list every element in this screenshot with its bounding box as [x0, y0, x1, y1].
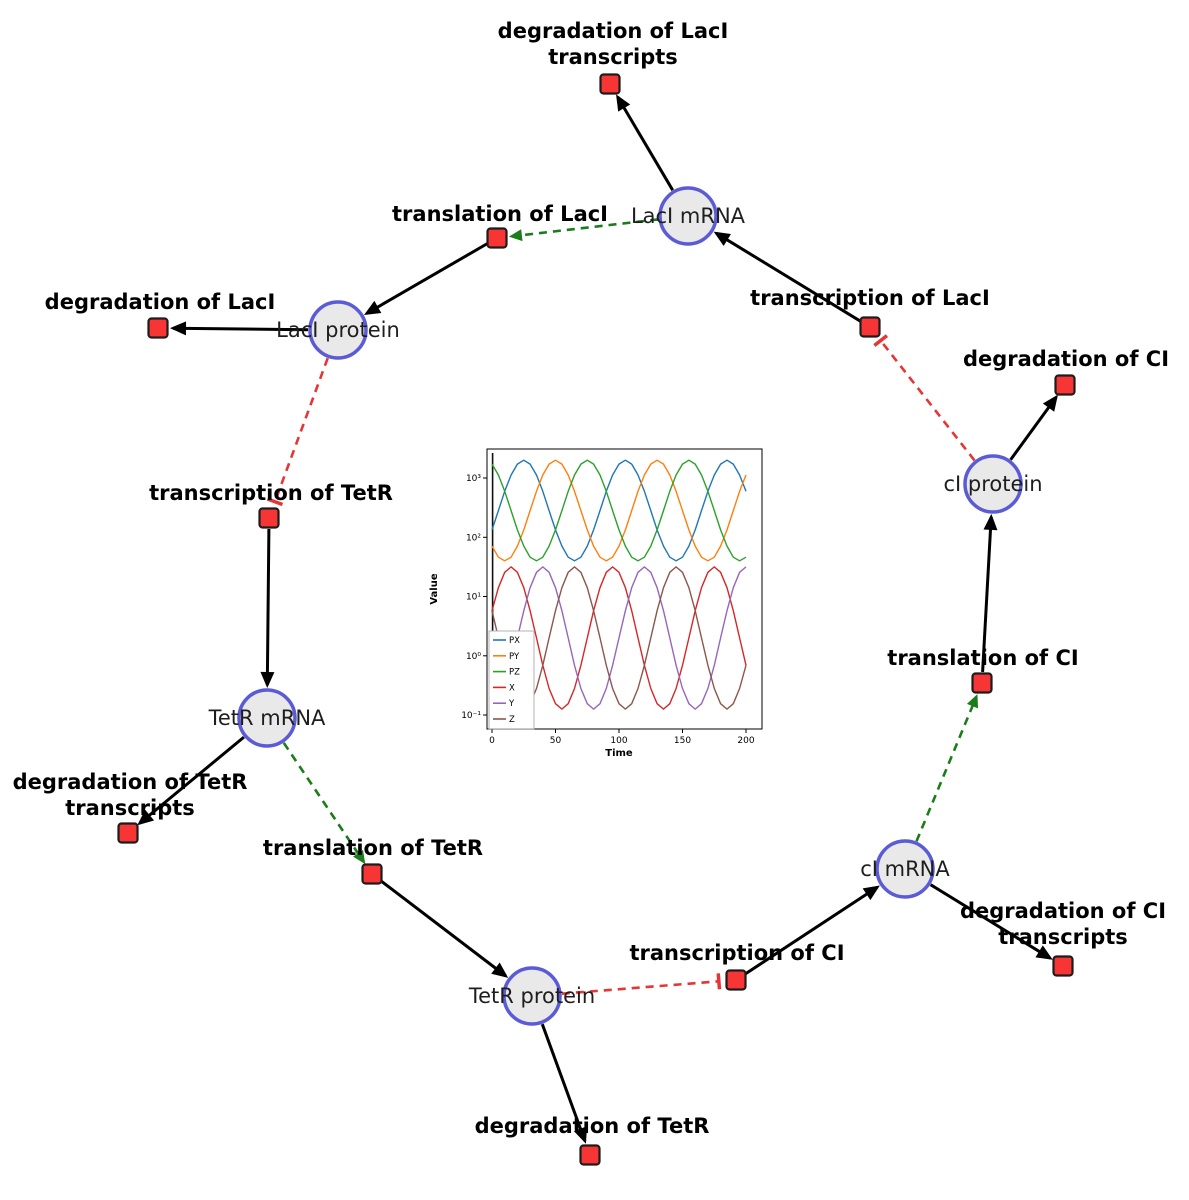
species-node-tetr_mrna	[237, 688, 297, 748]
edge-inhibition-ci_protein-txn_laci	[873, 334, 976, 462]
y-tick-label: 10⁰	[466, 652, 481, 662]
legend-label-Y: Y	[508, 699, 515, 709]
edge-modifier-tetr_mrna-transl_tetr	[282, 742, 366, 865]
x-tick-label: 100	[610, 736, 627, 746]
edge-consumption-tetr_protein-deg_tetr	[540, 1023, 588, 1144]
species-node-laci_protein	[308, 300, 368, 360]
x-tick-label: 50	[550, 736, 562, 746]
reaction-node-deg_ci_tx	[1052, 955, 1074, 977]
edge-consumption-laci_protein-deg_laci	[170, 321, 309, 336]
label-layer: degradation of LacItranscriptstranslatio…	[13, 19, 1169, 1138]
reaction-node-txn_ci	[725, 969, 747, 991]
reaction-label-deg_laci: degradation of LacI	[45, 290, 276, 314]
reaction-label-deg_tetr_tx: degradation of TetR	[13, 770, 248, 794]
chart-frame	[486, 448, 763, 730]
x-axis-label: Time	[605, 748, 633, 759]
reaction-node-transl_ci	[971, 672, 993, 694]
reaction-label-txn_tetr: transcription of TetR	[149, 481, 393, 505]
species-label-tetr_protein: TetR protein	[468, 984, 595, 1008]
y-tick-label: 10¹	[466, 593, 481, 603]
reaction-label-deg_laci_tx: transcripts	[548, 45, 678, 69]
edge-consumption-laci_mrna-deg_laci_tx	[616, 94, 674, 191]
x-tick-label: 0	[489, 736, 495, 746]
reaction-label-transl_tetr: translation of TetR	[263, 836, 483, 860]
species-label-laci_mrna: LacI mRNA	[631, 204, 746, 228]
y-axis-label: Value	[429, 573, 440, 604]
species-label-laci_protein: LacI protein	[276, 318, 400, 342]
reaction-label-deg_ci: degradation of CI	[963, 347, 1169, 371]
reaction-node-deg_laci_tx	[599, 73, 621, 95]
edge-production-txn_laci-laci_mrna	[713, 231, 862, 323]
y-tick-label: 10⁻¹	[461, 711, 481, 721]
species-node-tetr_protein	[502, 966, 562, 1026]
reaction-node-transl_tetr	[361, 863, 383, 885]
reaction-node-deg_ci	[1054, 374, 1076, 396]
reaction-node-deg_laci	[147, 317, 169, 339]
chart-series-PX	[491, 459, 747, 562]
reaction-label-deg_tetr: degradation of TetR	[475, 1114, 710, 1138]
edge-consumption-tetr_mrna-deg_tetr_tx	[137, 735, 245, 826]
reaction-node-transl_laci	[486, 227, 508, 249]
edge-production-transl_ci-ci_protein	[981, 513, 998, 673]
species-label-ci_mrna: cI mRNA	[860, 857, 950, 881]
species-node-ci_mrna	[875, 839, 935, 899]
legend-label-Z: Z	[509, 715, 515, 725]
edge-inhibition-tetr_protein-txn_ci	[561, 973, 722, 995]
reaction-label-txn_ci: transcription of CI	[629, 941, 844, 965]
y-tick-label: 10²	[466, 533, 481, 543]
reaction-label-deg_tetr_tx: transcripts	[65, 796, 195, 820]
edge-production-transl_laci-laci_protein	[364, 242, 489, 316]
chart-series-Y	[491, 566, 747, 710]
edge-production-txn_tetr-tetr_mrna	[260, 528, 275, 688]
edge-inhibition-laci_protein-txn_tetr	[266, 357, 329, 507]
species-label-ci_protein: cI protein	[943, 472, 1042, 496]
species-label-tetr_mrna: TetR mRNA	[208, 706, 326, 730]
legend-label-X: X	[509, 683, 515, 693]
species-node-laci_mrna	[658, 186, 718, 246]
legend-label-PY: PY	[509, 652, 520, 662]
reaction-label-deg_laci_tx: degradation of LacI	[498, 19, 729, 43]
reaction-node-deg_tetr	[579, 1144, 601, 1166]
node-layer	[117, 73, 1076, 1166]
reaction-node-txn_tetr	[258, 507, 280, 529]
reaction-label-transl_laci: translation of LacI	[392, 202, 608, 226]
edge-consumption-ci_protein-deg_ci	[1009, 394, 1058, 461]
chart-legend-box	[488, 630, 535, 730]
species-node-ci_protein	[963, 454, 1023, 514]
chart-series-X	[491, 566, 747, 710]
chart-series-PZ	[491, 459, 747, 562]
reaction-node-txn_laci	[859, 316, 881, 338]
x-tick-label: 200	[737, 736, 754, 746]
reaction-label-deg_ci_tx: transcripts	[998, 925, 1128, 949]
y-tick-label: 10³	[466, 474, 481, 484]
edge-modifier-ci_mrna-transl_ci	[915, 694, 979, 842]
edge-layer	[137, 94, 1058, 1144]
edge-consumption-ci_mrna-deg_ci_tx	[929, 883, 1053, 960]
reaction-label-deg_ci_tx: degradation of CI	[960, 899, 1166, 923]
legend-label-PZ: PZ	[509, 668, 520, 678]
chart-series-PY	[491, 459, 747, 562]
reaction-label-transl_ci: translation of CI	[887, 646, 1078, 670]
legend-label-PX: PX	[509, 636, 520, 646]
x-tick-label: 150	[674, 736, 691, 746]
edge-production-transl_tetr-tetr_protein	[379, 879, 509, 978]
edge-production-txn_ci-ci_mrna	[744, 885, 880, 976]
reaction-node-deg_tetr_tx	[117, 822, 139, 844]
edge-modifier-laci_mrna-transl_laci	[508, 218, 659, 242]
reaction-label-txn_laci: transcription of LacI	[750, 286, 990, 310]
